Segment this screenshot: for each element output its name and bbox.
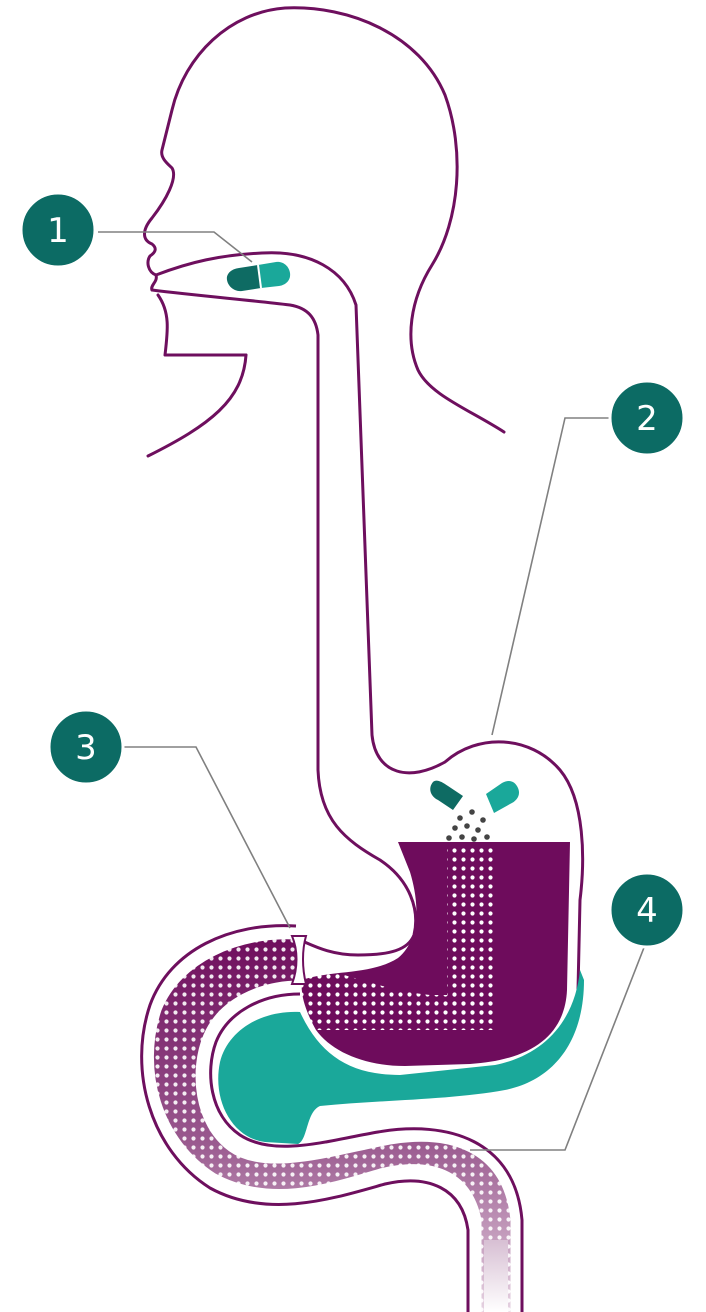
leader-line-1 — [98, 232, 252, 262]
step-number-2: 2 — [636, 399, 658, 439]
step-badge-3: 3 — [49, 710, 123, 784]
capsule-halves-in-stomach — [430, 781, 519, 813]
step-number-4: 4 — [636, 891, 658, 931]
leader-line-3 — [124, 747, 290, 928]
capsule-in-mouth — [227, 262, 290, 291]
powder-particles — [446, 809, 490, 842]
step-number-1: 1 — [47, 211, 69, 251]
leader-line-2 — [492, 418, 610, 735]
step-badge-4: 4 — [610, 873, 684, 947]
step-badge-2: 2 — [610, 381, 684, 455]
step-number-3: 3 — [75, 728, 97, 768]
step-badge-1: 1 — [21, 193, 95, 267]
